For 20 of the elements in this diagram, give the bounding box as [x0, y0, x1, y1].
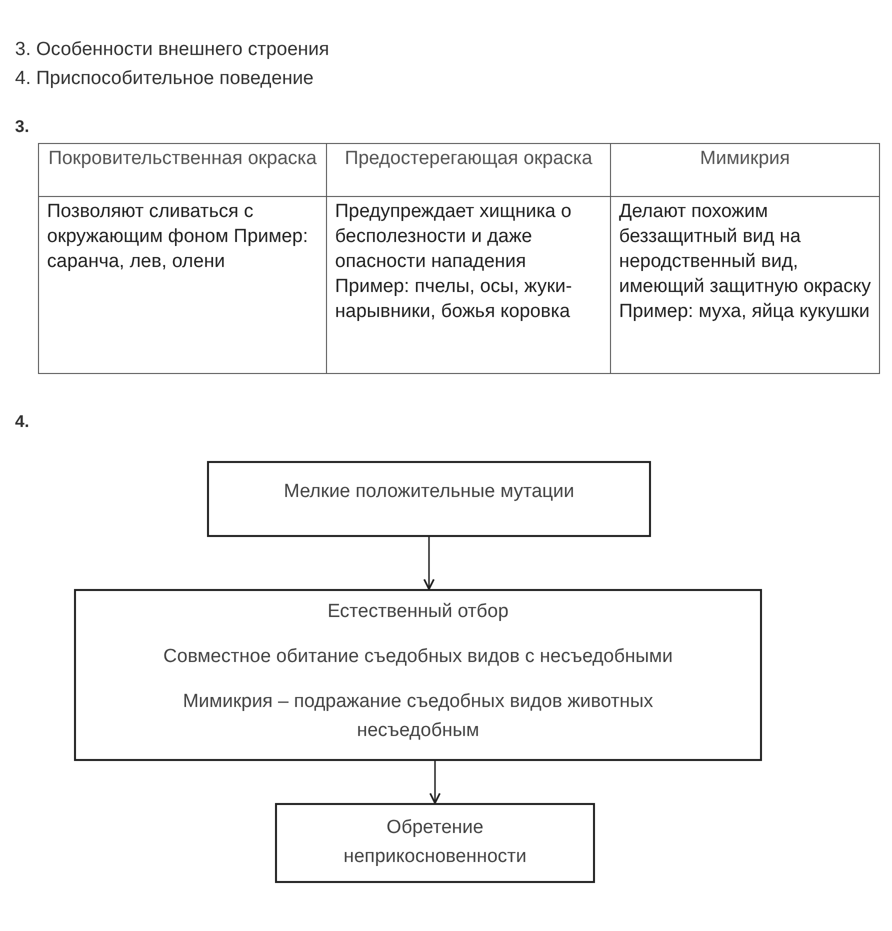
section-number: 4. — [15, 412, 30, 432]
table-cell: Предупреждает хищника о бесполезности и даже опасности нападения Пример: пчелы, осы, жуки-нарывники, божья коровка — [326, 196, 610, 374]
process-box — [207, 461, 651, 537]
node-text: Мелкие положительные мутации — [284, 480, 574, 504]
section-number: 3. — [15, 117, 30, 137]
node-text: Мимикрия – подражание съедобных видов животных несъедобным — [182, 690, 654, 743]
process-box — [275, 803, 595, 883]
table-cell: Позволяют сливаться с окружающим фоном Пример: саранча, лев, олени — [38, 196, 327, 374]
list-item: 4. Приспособительное поведение — [15, 68, 314, 90]
header-cell: Предостерегающая окраска — [326, 144, 610, 196]
arrow — [429, 761, 441, 804]
process-box — [74, 589, 762, 761]
header-cell: Покровительственная окраска — [38, 144, 327, 196]
list-item: 3. Особенности внешнего строения — [15, 39, 330, 61]
node-text: Совместное обитание съедобных видов с несъедобными — [163, 645, 673, 669]
node-heading: Естественный отбор — [327, 600, 509, 624]
arrow — [423, 537, 435, 590]
header-cell: Мимикрия — [610, 144, 880, 196]
table-cell: Делают похожим беззащитный вид на неродственный вид, имеющий защитную окраску Пример: муха, яйца кукушки — [610, 196, 880, 374]
node-text: Обретение неприкосновенности — [342, 816, 528, 869]
